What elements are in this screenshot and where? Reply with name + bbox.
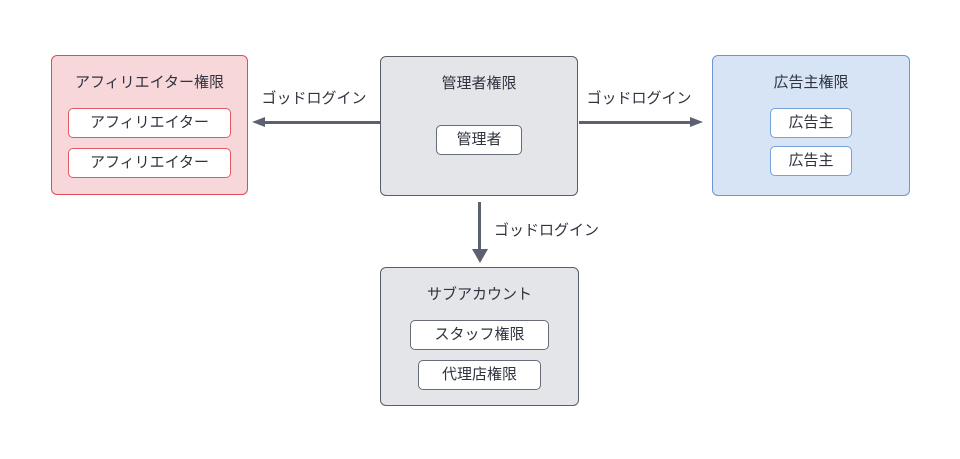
group-advertiser-title: 広告主権限 xyxy=(773,74,849,91)
arrowhead-down-icon xyxy=(472,249,488,263)
arrow-line-to-affiliate xyxy=(263,121,380,124)
group-advertiser-permissions: 広告主権限 広告主 広告主 xyxy=(712,55,910,196)
affiliate-account-box: アフィリエイター xyxy=(67,148,232,178)
group-subaccount: サブアカウント スタッフ権限 代理店権限 xyxy=(380,267,579,406)
staff-permission-box: スタッフ権限 xyxy=(410,320,549,350)
arrow-label-god-login-right: ゴッドログイン xyxy=(586,90,692,107)
arrowhead-left-icon xyxy=(252,117,265,127)
group-affiliate-title: アフィリエイター権限 xyxy=(74,74,225,91)
arrow-label-god-login-left: ゴッドログイン xyxy=(261,90,367,107)
group-admin-permissions: 管理者権限 管理者 xyxy=(380,56,578,196)
affiliate-account-box: アフィリエイター xyxy=(67,108,232,138)
agency-permission-box: 代理店権限 xyxy=(417,360,541,390)
arrow-line-to-subaccount xyxy=(478,202,481,250)
group-subaccount-title: サブアカウント xyxy=(426,286,532,303)
advertiser-account-box: 広告主 xyxy=(770,108,852,138)
group-admin-title: 管理者権限 xyxy=(441,75,517,92)
admin-account-box: 管理者 xyxy=(436,125,522,155)
group-affiliate-permissions: アフィリエイター権限 アフィリエイター アフィリエイター xyxy=(51,55,248,195)
advertiser-account-box: 広告主 xyxy=(770,146,852,176)
arrow-line-to-advertiser xyxy=(579,121,691,124)
arrow-label-god-login-down: ゴッドログイン xyxy=(494,222,600,239)
arrowhead-right-icon xyxy=(690,117,703,127)
